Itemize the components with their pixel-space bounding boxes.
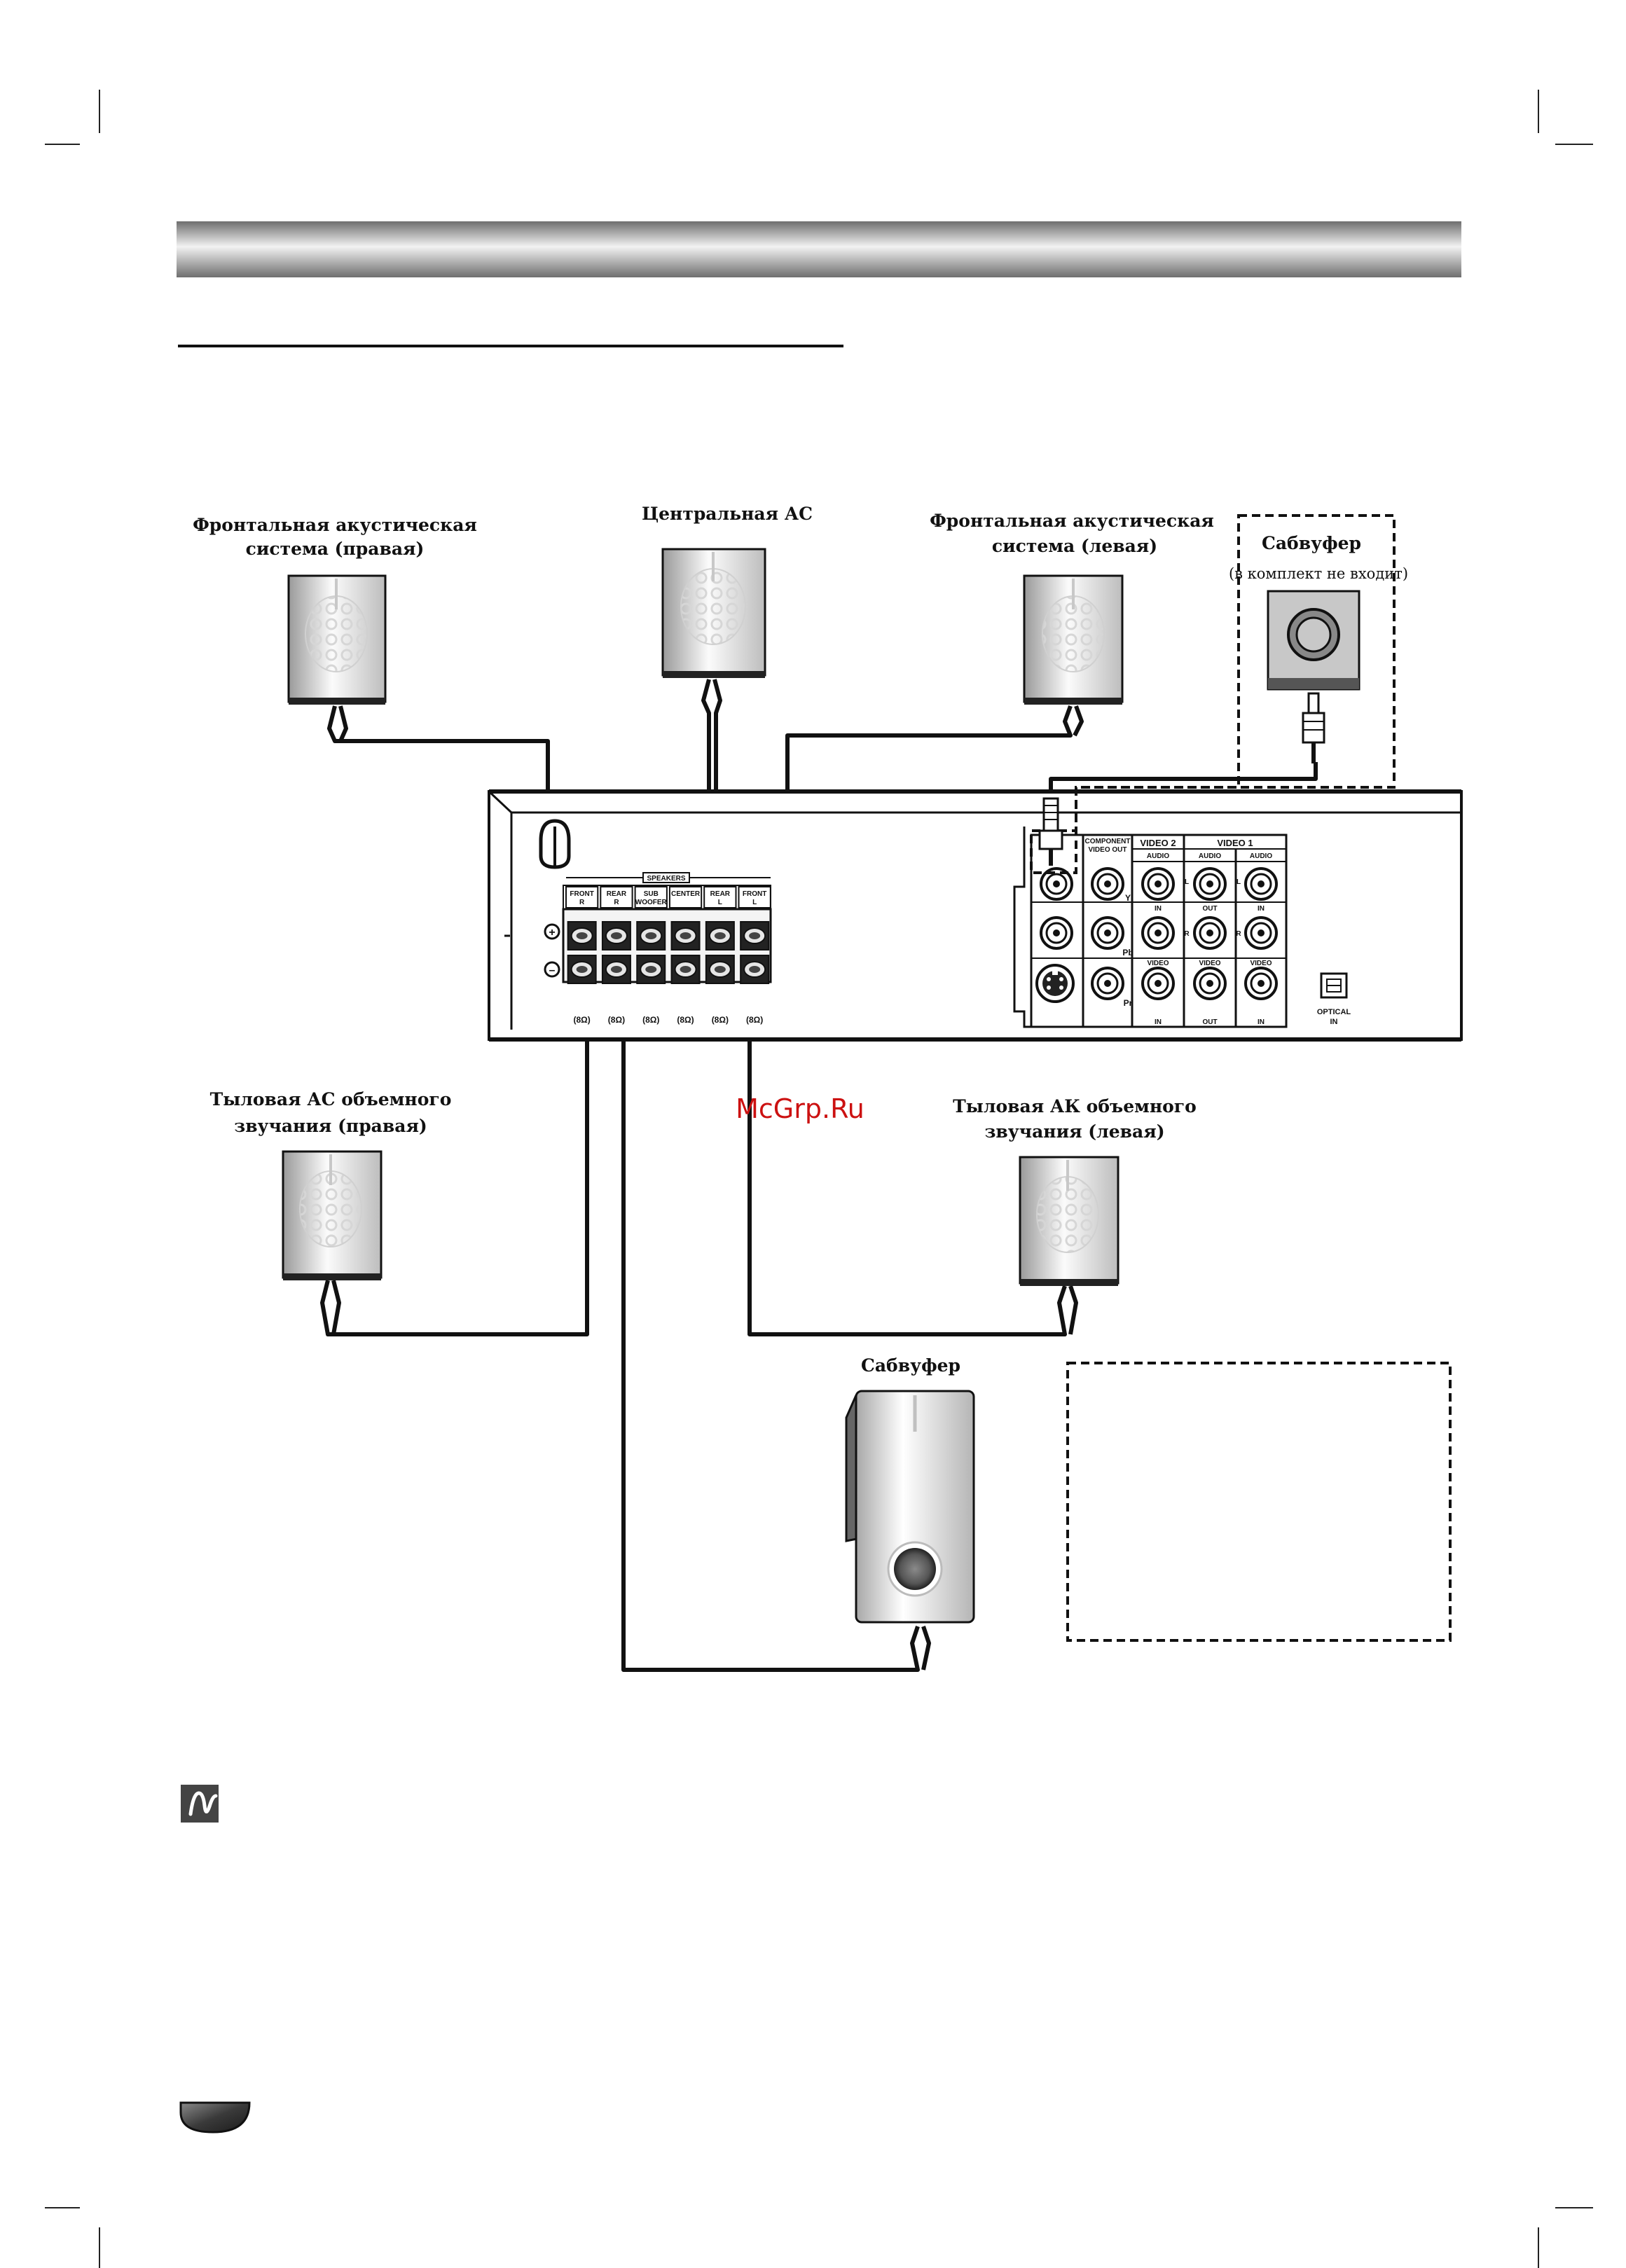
front-left-label-1: Фронтальная акустическая (930, 511, 1214, 531)
terminal-3: CENTER (8Ω) (668, 886, 703, 1025)
speaker-rear-left (1019, 1156, 1119, 1286)
crop-marks (45, 90, 1593, 2268)
ext-subwoofer-unit (1267, 590, 1360, 763)
r-label-1: R (1184, 930, 1190, 938)
terminal-bottom-label: L (752, 899, 757, 906)
ext-subwoofer-label-1: Сабвуфер (1262, 533, 1361, 553)
r-label-2: R (1236, 930, 1241, 938)
l-label-1: L (1185, 878, 1189, 886)
minus-sign: – (549, 964, 556, 976)
out-label-v1-video: OUT (1202, 1018, 1217, 1026)
terminal-impedance: (8Ω) (574, 1015, 591, 1025)
video2-label: VIDEO 2 (1140, 838, 1176, 848)
speaker-front-right (287, 574, 387, 705)
ext-subwoofer-label-2: (в комплект не входит) (1229, 565, 1408, 582)
speaker-center (661, 548, 766, 678)
speaker-front-left (1023, 574, 1124, 705)
pr-label: Pr (1124, 998, 1133, 1008)
subwoofer-label: Сабвуфер (861, 1355, 960, 1376)
audio-label-v1-out: AUDIO (1199, 852, 1221, 860)
speaker-terminals: SPEAKERS FRONTR(8Ω)REARR(8Ω)SUBWOOFER(8Ω… (544, 872, 772, 1025)
av-jacks: COMPONENT VIDEO OUT VIDEO 2 VIDEO 1 AUDI… (1013, 827, 1351, 1028)
plus-sign: + (549, 927, 555, 939)
ext-subwoofer-dashed-box (1030, 514, 1396, 874)
rear-left-label-2: звучания (левая) (984, 1121, 1164, 1142)
in-label-v1-video: IN (1258, 1018, 1265, 1026)
header-bar (177, 221, 1461, 277)
video1-label: VIDEO 1 (1217, 838, 1253, 848)
center-label: Центральная АС (642, 504, 813, 524)
terminal-impedance: (8Ω) (712, 1015, 729, 1025)
in-label-v2-audio: IN (1155, 905, 1162, 913)
audio-label-v2: AUDIO (1147, 852, 1169, 860)
terminal-columns: FRONTR(8Ω)REARR(8Ω)SUBWOOFER(8Ω)CENTER(8… (565, 886, 771, 1025)
watermark: McGrp.Ru (736, 1093, 864, 1124)
terminal-top-label: REAR (607, 890, 627, 898)
front-right-label-2: система (правая) (246, 539, 425, 559)
component-label-1: COMPONENT (1085, 838, 1131, 845)
terminal-impedance: (8Ω) (642, 1015, 659, 1025)
terminal-impedance: (8Ω) (608, 1015, 625, 1025)
video-label-3: VIDEO (1250, 960, 1272, 967)
rca-jacks (1040, 867, 1278, 1000)
front-right-label-1: Фронтальная акустическая (193, 515, 477, 535)
in-label-v1-audio: IN (1258, 905, 1265, 913)
terminal-bottom-label: R (614, 899, 619, 906)
in-label-v2-video: IN (1155, 1018, 1162, 1026)
terminal-impedance: (8Ω) (677, 1015, 694, 1025)
terminal-top-label: SUB (644, 890, 659, 898)
optical-label-2: IN (1330, 1018, 1338, 1026)
speaker-subwoofer (845, 1390, 975, 1624)
video-label-1: VIDEO (1147, 960, 1169, 967)
optical-label-1: OPTICAL (1317, 1008, 1351, 1016)
page-tab (179, 2101, 251, 2134)
video-label-2: VIDEO (1199, 960, 1220, 967)
terminal-impedance: (8Ω) (746, 1015, 763, 1025)
note-dashed-box (1066, 1362, 1452, 1642)
speakers-title: SPEAKERS (647, 875, 685, 883)
terminal-top-label: CENTER (671, 890, 701, 898)
pb-label: Pb (1122, 948, 1133, 957)
audio-label-v1-in: AUDIO (1250, 852, 1272, 860)
component-label-2: VIDEO OUT (1088, 846, 1127, 854)
rear-right-label-1: Тыловая АС объемного (210, 1089, 452, 1109)
y-label: Y (1125, 893, 1131, 903)
rca-plug (1038, 797, 1063, 866)
out-label-v1-audio: OUT (1202, 905, 1217, 913)
terminal-top-label: FRONT (570, 890, 593, 898)
front-left-label-2: система (левая) (992, 536, 1157, 556)
terminal-bottom-label: WOOFER (635, 899, 668, 906)
terminal-bottom-label: L (718, 899, 722, 906)
rear-left-label-1: Тыловая АК объемного (953, 1096, 1197, 1116)
l-label-2: L (1236, 878, 1241, 886)
terminal-bottom-label: R (579, 899, 585, 906)
terminal-top-label: FRONT (743, 890, 766, 898)
speaker-rear-right (282, 1150, 383, 1280)
note-icon (181, 1785, 219, 1823)
terminal-top-label: REAR (710, 890, 731, 898)
rear-right-label-2: звучания (правая) (234, 1116, 427, 1136)
